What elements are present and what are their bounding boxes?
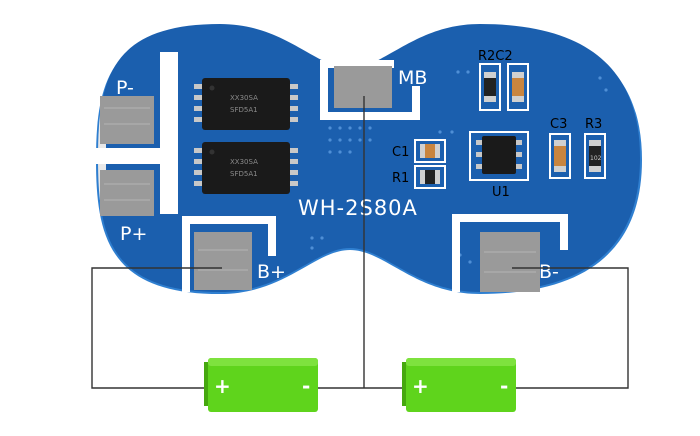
c2-outline (507, 63, 529, 111)
mosfet-bottom-body (202, 142, 290, 194)
silkscreen (90, 52, 606, 292)
wiring (91, 96, 629, 389)
battery-1-plus: + (214, 374, 231, 398)
u1-body (482, 136, 516, 174)
battery-1-minus: - (302, 374, 310, 398)
label-r1: R1 (392, 171, 409, 186)
p-silk-crossbar (90, 148, 178, 164)
label-r3: R3 (585, 117, 602, 132)
battery-1-body (208, 358, 318, 412)
via-dots (310, 70, 608, 264)
b-minus-pad (480, 232, 540, 292)
mosfet-bottom-line1: XX30SA (230, 158, 258, 166)
designators: C1 R1 U1 R2C2 C3 R3 (392, 49, 602, 200)
r2-outline (479, 63, 501, 111)
mosfet-bottom: XX30SA SFD5A1 (194, 142, 298, 194)
mb-pad (334, 66, 392, 108)
p-silk-bar (160, 52, 178, 214)
mosfet-top-pins (194, 84, 298, 122)
label-b-plus: B+ (257, 261, 286, 283)
battery-2: + - (402, 358, 516, 412)
mb-silk (320, 60, 420, 120)
label-p-plus: P+ (120, 223, 147, 245)
mosfet-bottom-pins (194, 148, 298, 186)
mosfet-bottom-line2: SFD5A1 (230, 170, 258, 178)
c1-outline (414, 139, 446, 163)
u1-outline (469, 131, 529, 181)
label-c1: C1 (392, 145, 409, 160)
b-plus-silk (182, 216, 276, 292)
silk-labels: P- P+ MB B+ B- WH-2S80A (116, 67, 559, 283)
mosfet-top-line2: SFD5A1 (230, 106, 258, 114)
c3-cap (554, 140, 566, 172)
r2-resistor (484, 72, 496, 102)
battery-1: + - (204, 358, 318, 412)
pad-texture (104, 107, 536, 273)
pads (100, 66, 540, 292)
u1-chip (476, 136, 522, 174)
c2-cap (512, 72, 524, 102)
label-c3: C3 (550, 117, 567, 132)
wire-b-minus-to-batt2 (512, 267, 629, 389)
label-r2c2: R2C2 (478, 49, 513, 64)
label-b-minus: B- (539, 261, 559, 283)
mosfet-top: XX30SA SFD5A1 (194, 78, 298, 130)
battery-2-plus: + (412, 374, 429, 398)
label-mb: MB (398, 67, 427, 89)
b-plus-pad (194, 232, 252, 290)
b-minus-silk (452, 214, 568, 292)
p-minus-pad (100, 96, 154, 144)
c3-outline (549, 133, 571, 179)
r3-outline (584, 133, 606, 179)
p-plus-pad (100, 170, 154, 216)
mosfet-top-body (202, 78, 290, 130)
r3-value: 102 (590, 155, 602, 162)
wire-b-plus-to-batt1 (91, 267, 222, 389)
label-u1: U1 (492, 185, 510, 200)
smd-components: 102 (420, 72, 602, 184)
r1-outline (414, 165, 446, 189)
battery-2-body (406, 358, 516, 412)
mosfet-top-line1: XX30SA (230, 94, 258, 102)
label-p-minus: P- (116, 77, 134, 99)
board-model: WH-2S80A (298, 196, 418, 220)
r3-resistor (589, 140, 601, 172)
battery-2-minus: - (500, 374, 508, 398)
